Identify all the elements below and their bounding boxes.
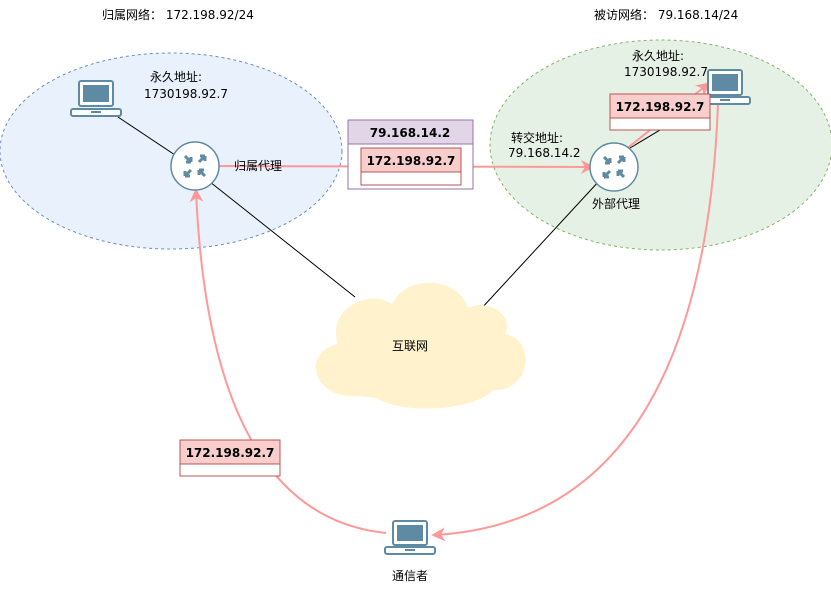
tunnel-packet [347, 119, 474, 190]
router-icon [589, 142, 639, 192]
original-packet [179, 439, 281, 477]
foreign-agent-router[interactable] [589, 142, 639, 192]
link-home-agent-to-internet [204, 177, 356, 298]
visited-network-zone [489, 39, 831, 251]
delivered-packet-header: 172.198.92.7 [616, 100, 705, 114]
home-host-label: 永久地址: [150, 70, 202, 84]
delivered-packet [609, 93, 711, 131]
cloud-icon [315, 282, 526, 409]
care-of-address: 79.168.14.2 [508, 146, 581, 160]
original-packet-header: 172.198.92.7 [186, 446, 275, 460]
internet-cloud [315, 282, 526, 409]
home-network-title: 归属网络： 172.198.92/24 [102, 7, 254, 22]
mobile-host-label: 永久地址: [632, 49, 684, 63]
correspondent-laptop[interactable] [384, 520, 436, 555]
mobile-host-address: 1730198.92.7 [624, 65, 708, 79]
home-host-address: 1730198.92.7 [144, 87, 228, 101]
home-host-laptop[interactable] [70, 80, 122, 117]
link-internet-to-foreign-agent [479, 179, 601, 311]
internet-label: 互联网 [392, 339, 428, 353]
foreign-agent-label: 外部代理 [592, 196, 640, 211]
laptop-icon [70, 80, 122, 117]
laptop-icon [384, 520, 436, 555]
flow-correspondent-to-home-agent [189, 188, 387, 534]
home-agent-router[interactable] [170, 141, 220, 191]
correspondent-label: 通信者 [392, 569, 428, 583]
home-agent-label: 归属代理 [234, 159, 282, 173]
tunnel-outer-header: 79.168.14.2 [370, 126, 450, 140]
router-icon [170, 141, 220, 191]
care-of-label: 转交地址: [511, 130, 563, 145]
visited-network-title: 被访网络： 79.168.14/24 [594, 7, 738, 22]
tunnel-inner-header: 172.198.92.7 [367, 154, 456, 168]
flow-mobile-host-to-correspondent [431, 103, 719, 542]
